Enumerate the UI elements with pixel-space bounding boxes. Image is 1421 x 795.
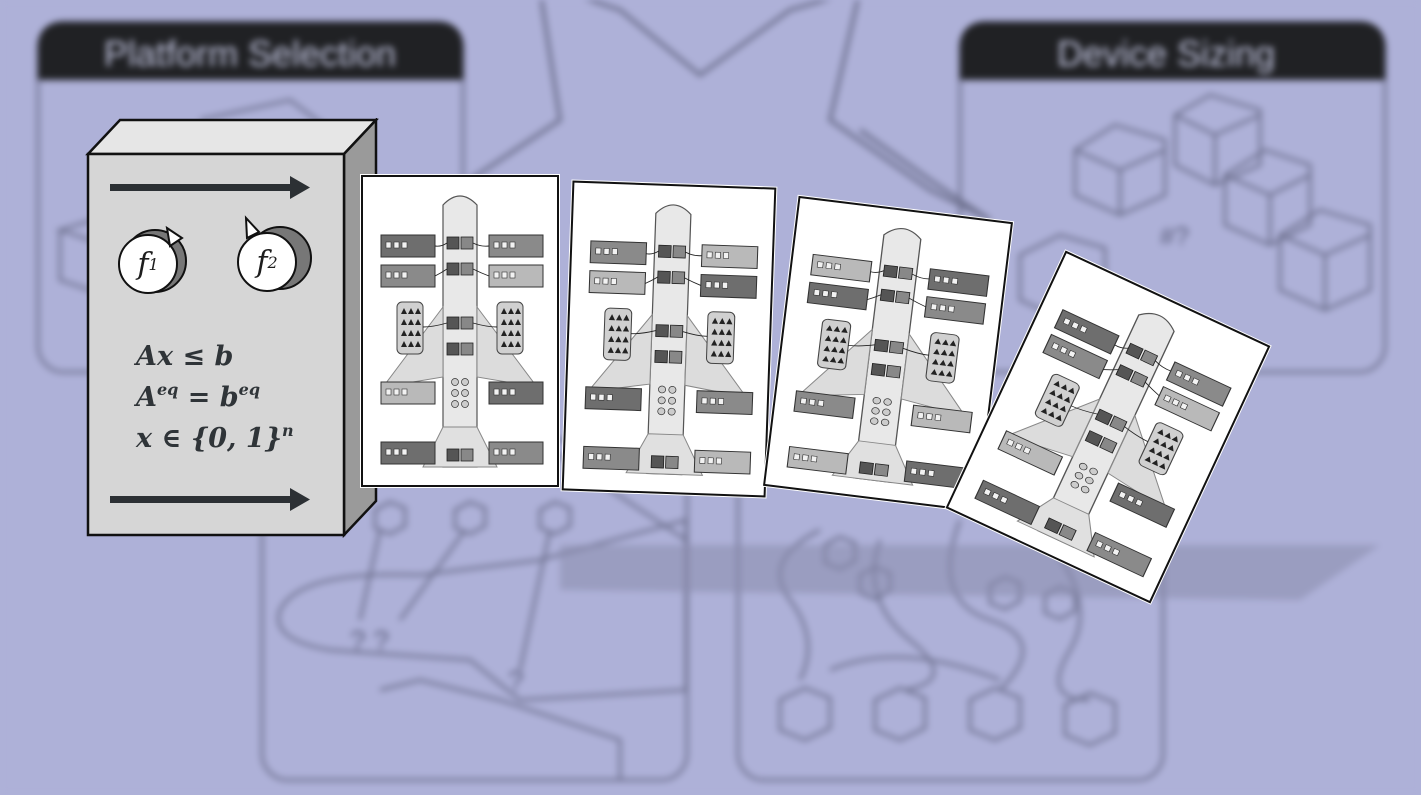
bottom-left-panel: ? ? ?: [260, 428, 689, 782]
architecture-card-4: [945, 250, 1271, 604]
inequality-constraint: Ax ≤ b: [136, 341, 234, 372]
device-sizing-panel: Device Sizing #?: [958, 20, 1387, 374]
component-box: [806, 281, 870, 311]
component-box: [488, 381, 544, 405]
component-box: [380, 381, 436, 405]
bg-question-mark: ?: [508, 665, 524, 696]
component-box: [923, 296, 987, 325]
architecture-card-2: [561, 180, 777, 498]
component-box: [927, 268, 990, 297]
architecture-card-3: [763, 195, 1013, 513]
platform-selection-panel: Platform Selection: [36, 20, 465, 374]
component-box: [699, 273, 758, 299]
objective-f2-icon: [237, 215, 312, 292]
device-sizing-title: Device Sizing: [1057, 33, 1275, 74]
component-box: [810, 253, 873, 283]
aircraft-schematic: [582, 204, 759, 476]
output-arrow: [110, 488, 310, 511]
component-box: [582, 445, 640, 471]
objective-f1-icon: [118, 225, 187, 294]
component-box: [1086, 531, 1153, 578]
aircraft-schematic: [380, 195, 544, 468]
component-box: [584, 386, 643, 412]
component-box: [695, 390, 754, 415]
platform-selection-title: Platform Selection: [104, 33, 396, 74]
optimizer-box: [85, 118, 379, 539]
aircraft-schematic: [974, 309, 1232, 578]
component-box: [693, 449, 752, 475]
component-box: [488, 441, 544, 465]
component-box: [786, 445, 849, 475]
aircraft-schematic: [786, 228, 990, 490]
component-box: [380, 441, 436, 465]
equality-constraint: Aeq = beq: [136, 380, 261, 413]
architecture-card-1: [361, 175, 559, 487]
binary-domain-constraint: x ∈ {0, 1}n: [136, 421, 294, 454]
component-box: [793, 390, 856, 419]
component-box: [910, 404, 973, 434]
component-box: [974, 479, 1041, 526]
input-arrow: [110, 176, 310, 199]
sizing-question-label: #?: [1160, 221, 1189, 251]
bg-question-marks: ? ?: [350, 625, 389, 656]
